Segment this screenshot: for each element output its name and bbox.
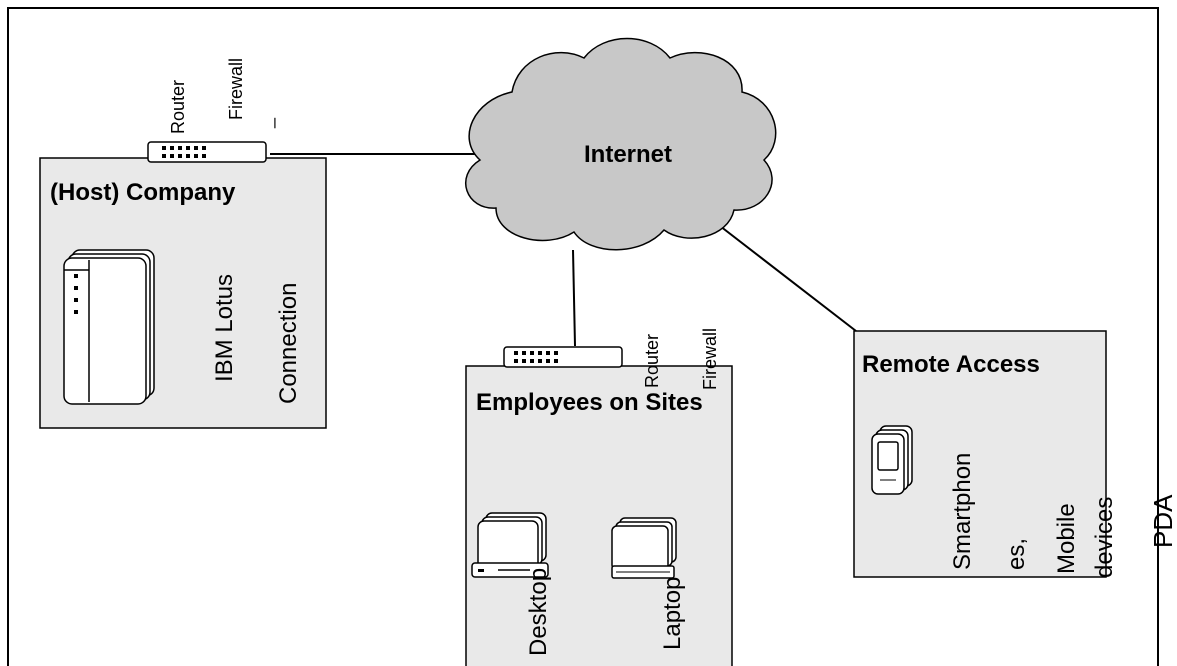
link-internet-employees (572, 249, 576, 347)
host-firewall-mark: _ (256, 117, 277, 129)
host-router-label: Router (168, 80, 188, 134)
remote-access-box (853, 330, 1107, 578)
host-firewall-label: Firewall (226, 58, 246, 120)
employees-router-label: Router (642, 334, 662, 388)
mobile-line1: Mobile (1053, 503, 1080, 574)
employees-title: Employees on Sites (476, 389, 703, 416)
host-company-title: (Host) Company (50, 179, 236, 206)
desktop-label: Desktop (525, 568, 552, 656)
remote-access-title: Remote Access (862, 351, 1040, 378)
laptop-label: Laptop (659, 577, 686, 650)
mobile-line2: devices (1091, 497, 1118, 578)
desktop-icon (471, 512, 549, 578)
diagram-frame (7, 7, 1159, 666)
host-app-line1: IBM Lotus (211, 274, 238, 382)
host-app-line2: Connection (275, 283, 302, 404)
employees-router-icon (503, 346, 623, 368)
laptop-icon (611, 517, 677, 579)
host-router-icon (147, 141, 267, 163)
internet-cloud-icon (465, 37, 777, 251)
server-icon (63, 249, 155, 405)
smartphone-icon (871, 425, 913, 495)
internet-label: Internet (584, 141, 672, 168)
link-internet-remote (719, 225, 857, 332)
employees-firewall-label: Firewall (700, 328, 720, 390)
pda-label: PDA (1148, 494, 1177, 548)
smartphones-line2: es, (1003, 538, 1030, 570)
smartphones-line1: Smartphon (949, 453, 976, 570)
